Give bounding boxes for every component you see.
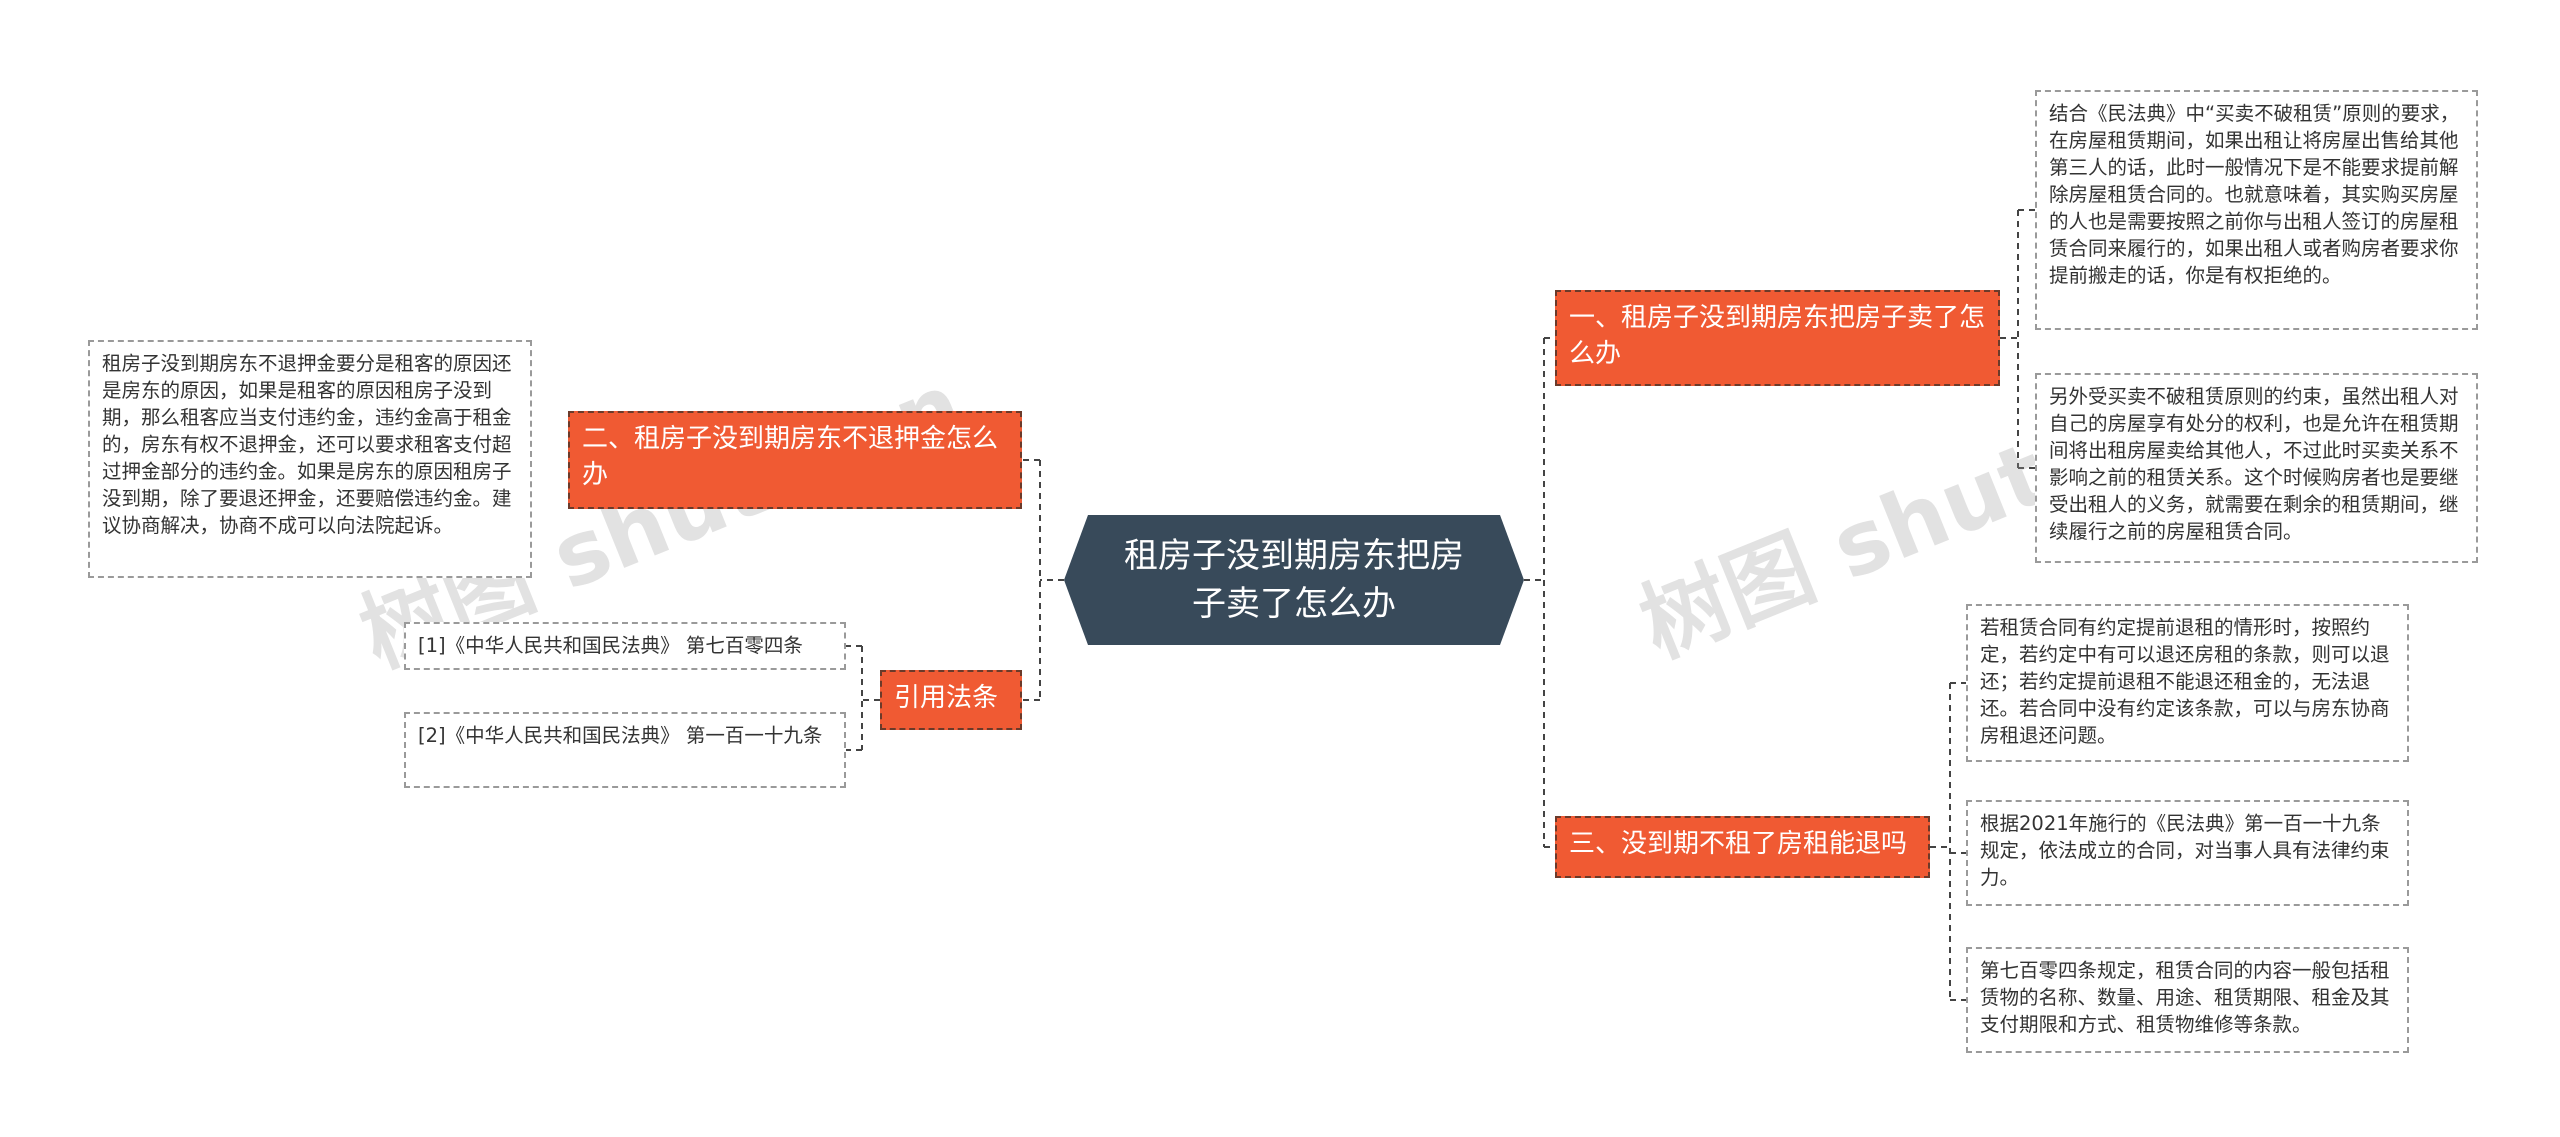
branch-3-detail-2[interactable]: 根据2021年施行的《民法典》第一百一十九条规定，依法成立的合同，对当事人具有法…: [1966, 800, 2409, 906]
citation-2[interactable]: [2]《中华人民共和国民法典》 第一百一十九条: [404, 712, 846, 788]
branch-2-topic[interactable]: 二、租房子没到期房东不退押金怎么办: [568, 411, 1022, 509]
branch-4-topic[interactable]: 引用法条: [880, 670, 1022, 730]
citation-1[interactable]: [1]《中华人民共和国民法典》 第七百零四条: [404, 622, 846, 670]
branch-1-topic[interactable]: 一、租房子没到期房东把房子卖了怎么办: [1555, 290, 2000, 386]
central-topic-label: 租房子没到期房东把房子卖了怎么办: [1124, 536, 1464, 624]
branch-3-detail-3[interactable]: 第七百零四条规定，租赁合同的内容一般包括租赁物的名称、数量、用途、租赁期限、租金…: [1966, 947, 2409, 1053]
branch-1-detail-1[interactable]: 结合《民法典》中“买卖不破租赁”原则的要求，在房屋租赁期间，如果出租让将房屋出售…: [2035, 90, 2478, 330]
branch-3-detail-1[interactable]: 若租赁合同有约定提前退租的情形时，按照约定，若约定中有可以退还房租的条款，则可以…: [1966, 604, 2409, 762]
branch-3-topic[interactable]: 三、没到期不租了房租能退吗: [1555, 816, 1930, 878]
branch-2-detail-1[interactable]: 租房子没到期房东不退押金要分是租客的原因还是房东的原因，如果是租客的原因租房子没…: [88, 340, 532, 578]
central-topic[interactable]: 租房子没到期房东把房子卖了怎么办: [1064, 515, 1524, 645]
branch-1-detail-2[interactable]: 另外受买卖不破租赁原则的约束，虽然出租人对自己的房屋享有处分的权利，也是允许在租…: [2035, 373, 2478, 563]
